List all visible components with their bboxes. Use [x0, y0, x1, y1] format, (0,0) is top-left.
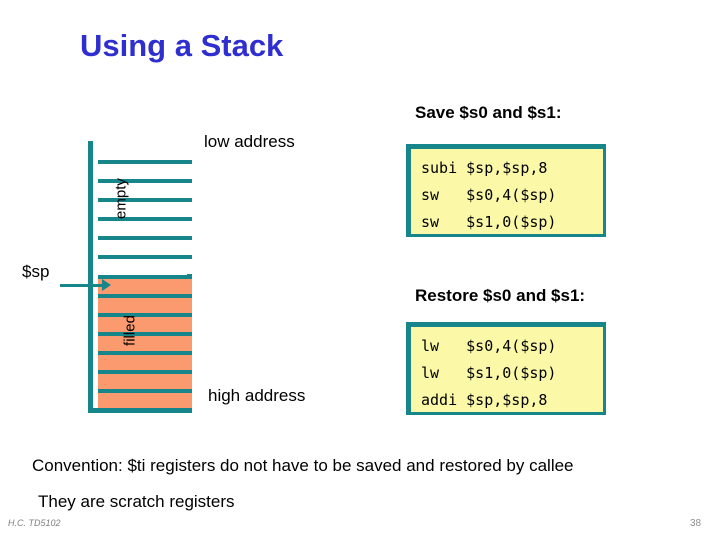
stack-cell-empty — [98, 236, 192, 256]
stack-frame — [88, 141, 192, 413]
code-line: subi $sp,$sp,8 — [421, 159, 548, 177]
restore-code-box: lw $s0,4($sp) lw $s1,0($sp) addi $sp,$sp… — [406, 322, 606, 415]
code-line: sw $s0,4($sp) — [421, 186, 557, 204]
stack-pointer-label: $sp — [22, 262, 50, 281]
stack-cell-empty — [98, 255, 192, 275]
stack-cell-filled — [98, 331, 192, 351]
code-line: lw $s0,4($sp) — [421, 337, 557, 355]
stack-cell-filled — [98, 312, 192, 332]
footer-credit: H.C. TD5102 — [8, 518, 61, 528]
stack-diagram — [88, 141, 192, 413]
stack-filled-label: filled — [121, 315, 139, 346]
arrow-line — [60, 284, 106, 287]
stack-cell-empty — [98, 141, 192, 161]
stack-cell-filled — [98, 293, 192, 313]
stack-cell-empty — [98, 217, 192, 237]
stack-cell-empty — [98, 160, 192, 180]
stack-cell-filled — [98, 388, 192, 408]
stack-empty-label: empty — [112, 178, 130, 219]
code-line: lw $s1,0($sp) — [421, 364, 557, 382]
stack-cell-filled — [98, 274, 192, 294]
footer-page-number: 38 — [690, 518, 702, 529]
low-address-label: low address — [204, 132, 295, 151]
stack-cell-empty — [98, 179, 192, 199]
restore-section-heading: Restore $s0 and $s1: — [415, 286, 586, 305]
page-title: Using a Stack — [80, 28, 284, 63]
scratch-registers-text: They are scratch registers — [38, 492, 235, 511]
stack-cell-filled — [98, 369, 192, 389]
code-line: addi $sp,$sp,8 — [421, 391, 548, 409]
stack-pointer-marker: $sp — [22, 262, 111, 296]
save-code-box: subi $sp,$sp,8 sw $s0,4($sp) sw $s1,0($s… — [406, 144, 606, 237]
convention-text: Convention: $ti registers do not have to… — [32, 456, 574, 475]
stack-cell-empty — [98, 198, 192, 218]
stack-cell-filled — [98, 350, 192, 370]
high-address-label: high address — [208, 386, 306, 405]
save-section-heading: Save $s0 and $s1: — [415, 103, 562, 122]
arrow-right-icon — [102, 279, 111, 291]
code-line: sw $s1,0($sp) — [421, 213, 557, 231]
